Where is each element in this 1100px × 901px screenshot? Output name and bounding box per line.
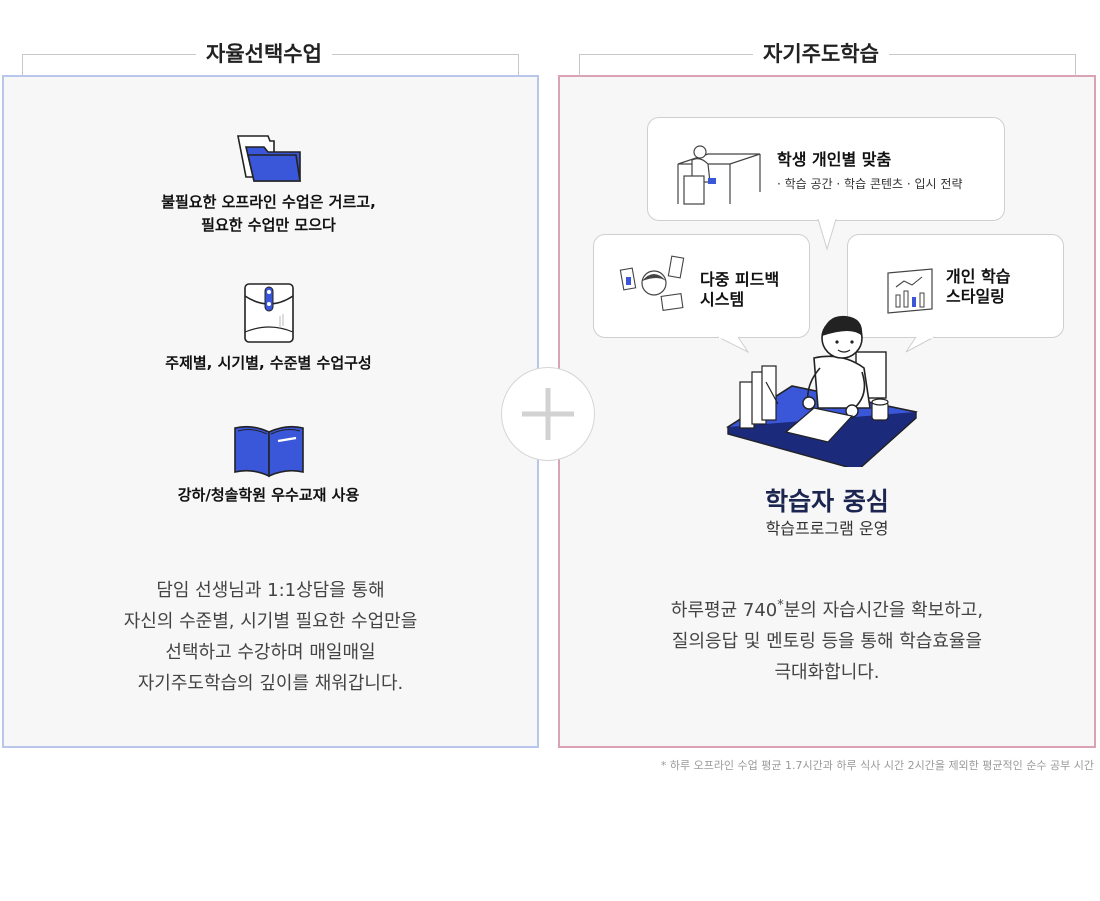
feature-1-line1: 불필요한 오프라인 수업은 거르고, <box>161 193 376 211</box>
right-desc-line1-post: 분의 자습시간을 확보하고, <box>783 600 984 621</box>
bubble-personalized-sub: · 학습 공간 · 학습 콘텐츠 · 입시 전략 <box>777 177 963 191</box>
left-desc-line3: 선택하고 수강하며 매일매일 <box>165 642 376 663</box>
footnote-mark: * <box>777 598 784 613</box>
bubble-personalized-title: 학생 개인별 맞춤 <box>777 150 892 169</box>
bubble-feedback: 다중 피드백 시스템 <box>593 234 810 338</box>
right-description: 하루평균 740*분의 자습시간을 확보하고, 질의응답 및 멘토링 등을 통해… <box>558 590 1096 688</box>
book-icon <box>233 425 304 478</box>
feature-textbooks: 강하/청솔학원 우수교재 사용 <box>0 424 537 507</box>
left-desc-line1: 담임 선생님과 1:1상담을 통해 <box>156 580 385 601</box>
right-desc-line1: 하루평균 740*분의 자습시간을 확보하고, <box>558 590 1096 626</box>
chart-board-icon <box>887 268 933 314</box>
feature-class-composition: 주제별, 시기별, 수준별 수업구성 <box>0 282 537 375</box>
left-desc-line2: 자신의 수준별, 시기별 필요한 수업만을 <box>123 611 418 632</box>
bubble-feedback-line1: 다중 피드백 <box>700 270 780 289</box>
bubble-styling-tail <box>905 336 935 353</box>
left-description: 담임 선생님과 1:1상담을 통해 자신의 수준별, 시기별 필요한 수업만을 … <box>2 575 539 699</box>
plus-connector <box>501 367 595 461</box>
learner-centered-title: 학습자 중심 <box>765 487 889 516</box>
bubble-styling-line1: 개인 학습 <box>946 267 1011 286</box>
feature-3-line1: 강하/청솔학원 우수교재 사용 <box>177 486 360 504</box>
footnote: * 하루 오프라인 수업 평균 1.7시간과 하루 식사 시간 2시간을 제외한… <box>660 759 1094 772</box>
bubble-styling-line2: 스타일링 <box>946 287 1005 306</box>
bubble-personalized-tail <box>817 219 837 251</box>
feature-filter-classes: 불필요한 오프라인 수업은 거르고, 필요한 수업만 모으다 <box>0 133 537 237</box>
left-desc-line4: 자기주도학습의 깊이를 채워갑니다. <box>137 673 404 694</box>
desk-student-icon <box>677 145 761 205</box>
bubble-personalized: 학생 개인별 맞춤 · 학습 공간 · 학습 콘텐츠 · 입시 전략 <box>647 117 1005 221</box>
feature-1-line2: 필요한 수업만 모으다 <box>201 216 336 234</box>
bubble-feedback-tail <box>718 336 750 354</box>
bubble-feedback-line2: 시스템 <box>700 290 745 309</box>
right-section-title: 자기주도학습 <box>753 38 889 70</box>
right-desc-line2: 질의응답 및 멘토링 등을 통해 학습효율을 <box>671 631 983 652</box>
folder-icon <box>236 135 301 182</box>
left-section-title: 자율선택수업 <box>196 38 332 70</box>
feature-2-line1: 주제별, 시기별, 수준별 수업구성 <box>165 354 372 372</box>
student-at-desk-illustration <box>726 315 918 467</box>
envelope-icon <box>243 283 294 343</box>
learner-centered-subtitle: 학습프로그램 운영 <box>765 519 889 538</box>
plus-icon <box>522 388 574 440</box>
self-select-class-panel <box>2 75 539 748</box>
bubble-styling: 개인 학습 스타일링 <box>847 234 1064 338</box>
feedback-icon <box>619 255 685 311</box>
right-desc-line3: 극대화합니다. <box>774 662 880 683</box>
right-desc-line1-pre: 하루평균 740 <box>670 600 778 621</box>
